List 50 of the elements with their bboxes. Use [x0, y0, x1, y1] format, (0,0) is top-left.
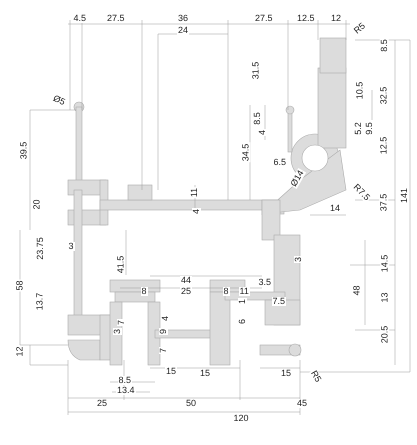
dimension-label: 8.5 — [379, 38, 388, 52]
dimension-label: 6 — [238, 318, 246, 324]
dimension-label: 25 — [180, 286, 192, 296]
dimension-label: 50 — [185, 398, 198, 408]
dimension-label: 15 — [199, 368, 212, 378]
dimension-label: 12.5 — [379, 135, 388, 155]
dimension-label: 3 — [68, 242, 75, 250]
dimension-label: 13.4 — [116, 386, 136, 394]
dimension-label: 12.5 — [296, 14, 316, 22]
dimension-label: 32.5 — [379, 85, 388, 105]
dimension-label: 5.2 — [353, 120, 362, 136]
dimension-label: 20 — [32, 198, 42, 210]
dimension-label: 4.5 — [72, 14, 88, 22]
dimension-label: 12 — [330, 14, 342, 22]
dimension-label: 4 — [258, 128, 266, 136]
dimension-label: 20.5 — [380, 324, 390, 344]
dimension-label: 14 — [329, 204, 342, 212]
dimension-label: 8.5 — [252, 110, 262, 126]
dimension-label: 13.7 — [35, 291, 44, 311]
dimension-label: 45 — [296, 398, 308, 408]
dimension-label: 4 — [160, 314, 170, 322]
dimension-label: Ø5 — [50, 92, 68, 108]
dimension-label: 13 — [380, 291, 390, 303]
dimension-label: 15 — [280, 368, 292, 378]
dimension-label: 37.5 — [379, 192, 388, 212]
dimension-label: 3.5 — [258, 278, 272, 286]
dimension-label: 120 — [232, 414, 250, 422]
dimension-label: 12 — [16, 345, 24, 357]
dimension-label: 23.75 — [35, 236, 44, 260]
dimension-label: 48 — [352, 284, 362, 296]
dimension-label: 34.5 — [241, 142, 250, 162]
dimension-label: 6.5 — [272, 158, 288, 166]
dimension-label: 58 — [16, 279, 24, 291]
dimension-label: R5 — [308, 368, 324, 384]
dimension-label: 39.5 — [19, 140, 28, 160]
dimension-label: 15 — [165, 366, 178, 376]
dimension-label: 10.5 — [355, 80, 364, 100]
dimension-label: 9.5 — [364, 120, 374, 136]
dimension-label: 25 — [96, 398, 108, 408]
dimension-label: 41.5 — [116, 254, 126, 274]
dimension-label: 8.5 — [118, 376, 132, 384]
dimension-label: 31.5 — [251, 60, 260, 80]
dimension-label: 11 — [190, 186, 199, 198]
dimension-label: 27.5 — [106, 14, 126, 22]
dimension-label: 14.5 — [380, 253, 390, 273]
dimension-label: R5 — [352, 20, 368, 36]
dimension-label: 27.5 — [254, 14, 274, 22]
dimension-label: 141 — [400, 186, 409, 204]
dimension-label: 24 — [177, 26, 190, 34]
dimension-label: 36 — [177, 14, 190, 22]
